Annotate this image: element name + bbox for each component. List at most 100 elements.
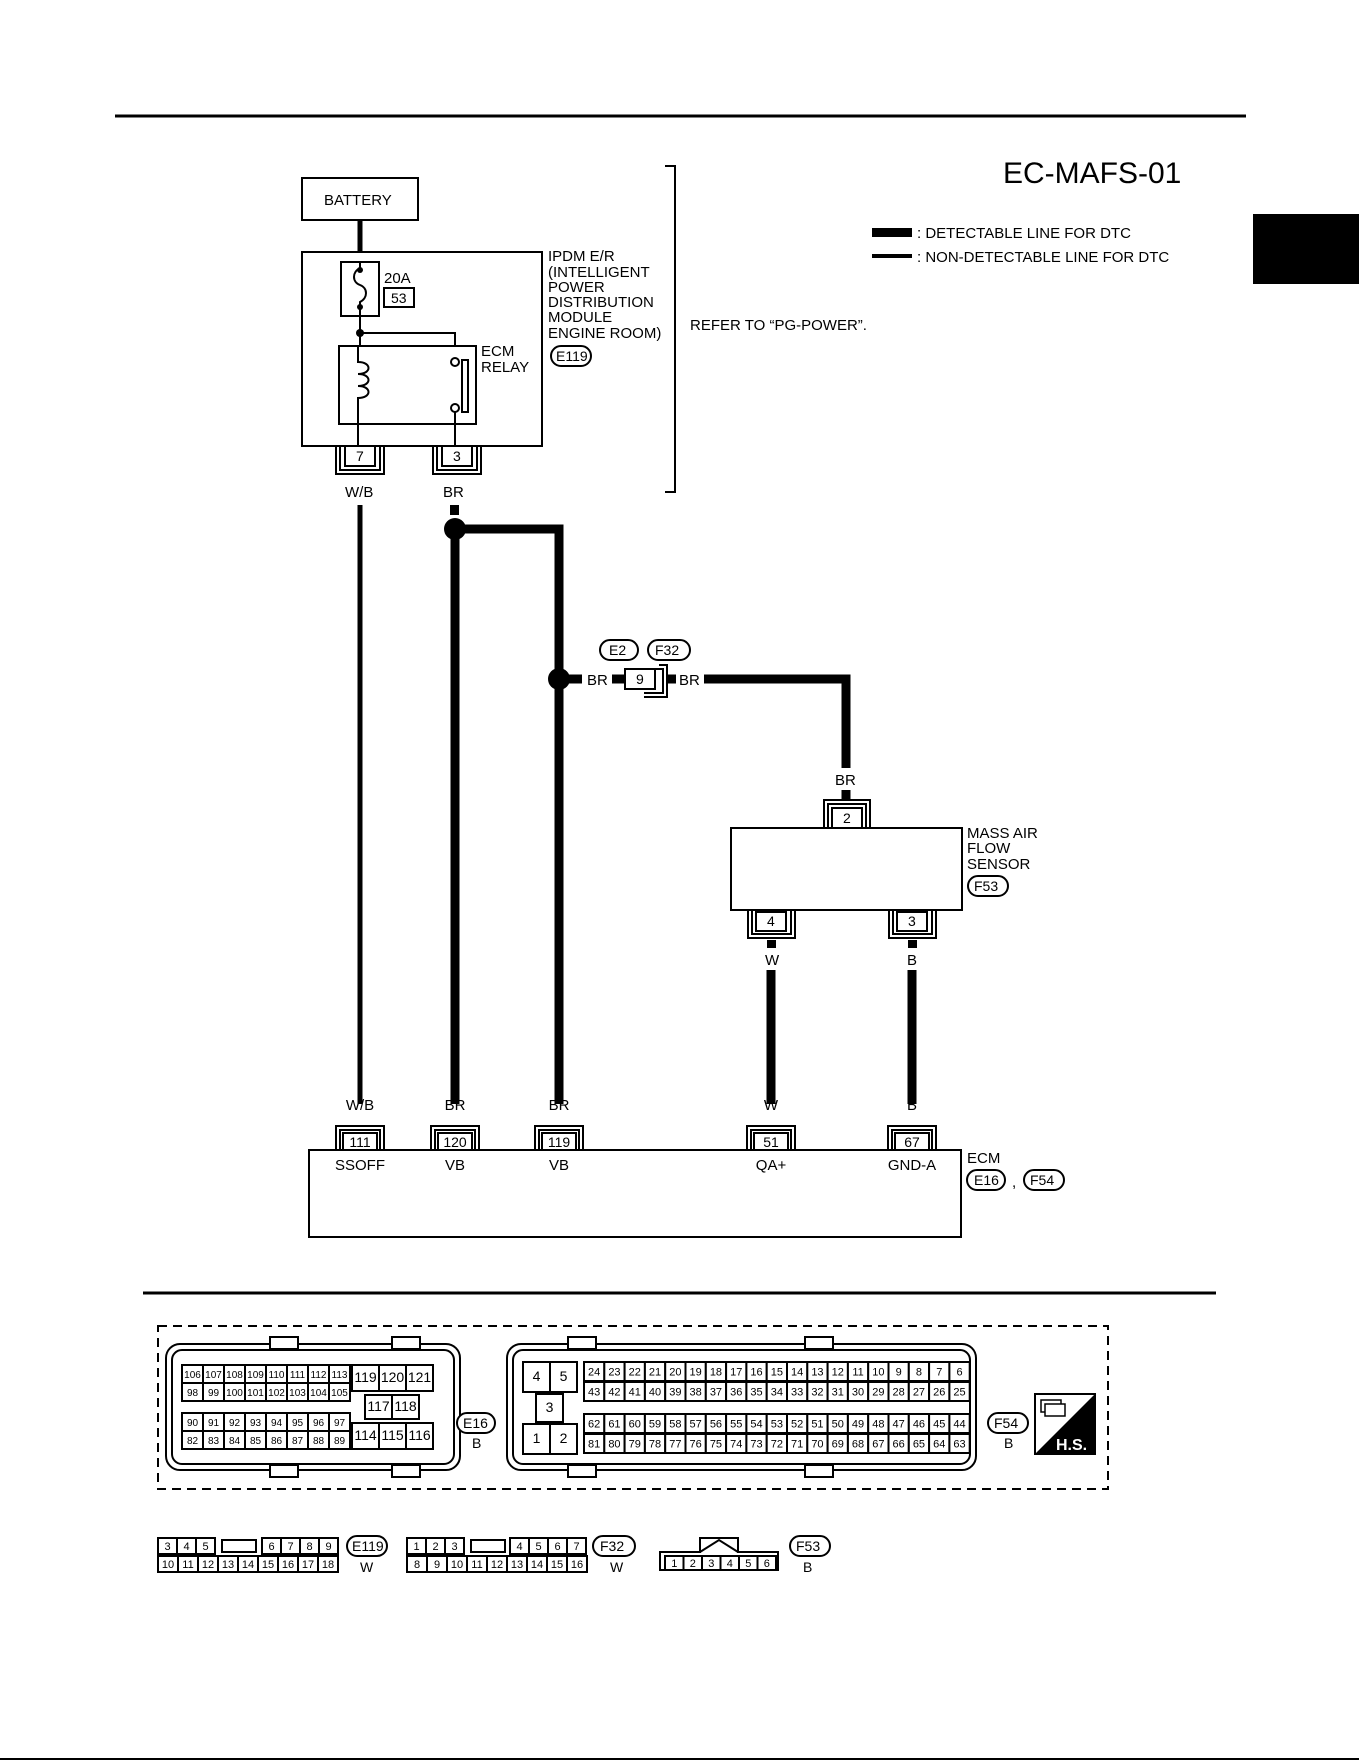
ecm-label: ECM [967,1150,1000,1167]
fuse-element [353,262,367,316]
connector-pin-cell [566,1537,587,1555]
e16-latch-top-left [269,1336,299,1350]
connector-pin-number: 23 [608,1367,620,1379]
ecm-terminal-color: BR [549,1097,570,1114]
e16-latch-bottom-left [269,1464,299,1478]
connector-pin-number: 109 [247,1370,264,1381]
connector-pin-number: 8 [306,1541,312,1553]
connector-pin-cell [378,1364,407,1392]
f54-color: B [1004,1435,1013,1451]
connector-pin-number: 41 [629,1387,641,1399]
ecm-terminal-socket [335,1125,385,1150]
ipdm-pin3-box [441,445,473,467]
connector-pin-number: 12 [202,1559,214,1571]
connector-pin-number: 63 [953,1439,965,1451]
wire-vb-branch [455,524,564,1104]
e119-color: W [360,1559,374,1575]
maf-box [730,827,963,911]
connector-pin-number: 9 [896,1367,902,1379]
connector-pin-number: 7 [573,1541,579,1553]
wire-br-stub [450,505,459,515]
connector-pin-number: 117 [367,1398,390,1414]
connector-pin-cell [549,1423,578,1455]
connector-pin-number: 65 [913,1439,925,1451]
connector-pin-number: 4 [516,1541,522,1553]
connector-pin-number: 21 [649,1367,661,1379]
junction-conn-right: F32 [655,642,679,658]
connector-pin-number: 42 [608,1387,620,1399]
connector-pin-number: 97 [334,1418,346,1429]
hs-symbol-fill [1035,1394,1095,1454]
connector-pin-cell [195,1537,216,1555]
connector-pin-number: 47 [893,1419,905,1431]
ecm-box [308,1149,962,1238]
ecm-terminal-51: W 51 QA+ [746,1097,796,1174]
connector-pin-number: 100 [226,1388,243,1399]
ipdm-pin3-socket [432,446,482,475]
connector-pin-number: 68 [852,1439,864,1451]
connector-pin-number: 16 [282,1559,294,1571]
diagram-title: EC-MAFS-01 [1003,157,1181,190]
ecm-terminal-pin-box [342,1132,378,1151]
ipdm-color-br: BR [443,484,464,501]
connector-pin-number: 49 [852,1419,864,1431]
connector-pin-number: 4 [533,1368,541,1384]
connector-pin-cell [351,1364,380,1392]
wire-to-maf [704,674,851,768]
connector-pin-number: 90 [187,1418,199,1429]
connector-pin-number: 52 [791,1419,803,1431]
e119-name: E119 [352,1538,384,1554]
connector-pin-number: 57 [690,1419,702,1431]
wire-gnd-stub [908,940,917,948]
maf-color-w: W [765,952,780,969]
connector-pin-number: 116 [408,1427,431,1443]
e16-latch-top-right [391,1336,421,1350]
connector-pin-number: 19 [690,1367,702,1379]
connector-pin-number: 83 [208,1436,220,1447]
connector-pin-number: 110 [269,1370,285,1381]
connector-pin-number: 118 [394,1398,417,1414]
maf-pin4-box [755,911,787,932]
connector-pin-number: 15 [771,1367,783,1379]
ipdm-pin3: 3 [453,448,461,464]
connector-pin-number: 6 [268,1541,274,1553]
legend-non-detectable-label: : NON-DETECTABLE LINE FOR DTC [917,249,1169,266]
connector-pin-cell [948,1381,971,1402]
f53-badge [789,1535,831,1557]
connector-pin-number: 74 [730,1439,742,1451]
connector-pin-number: 22 [629,1367,641,1379]
f54-badge [987,1412,1029,1434]
connector-pin-number: 46 [913,1419,925,1431]
connector-pin-number: 78 [649,1439,661,1451]
ecm-terminal-color: B [907,1097,917,1114]
junction-pin-box [624,668,656,690]
f54-name: F54 [994,1415,1018,1431]
connector-pin-number: 5 [535,1541,541,1553]
connector-pin-number: 31 [832,1387,844,1399]
connector-pin-number: 120 [381,1369,405,1385]
maf-label-2: FLOW [967,840,1011,857]
connector-pin-number: 2 [432,1541,438,1553]
relay-label-2: RELAY [481,359,529,376]
ipdm-label-1: IPDM E/R [548,248,615,265]
connector-pin-number: 13 [222,1559,234,1571]
ecm-conn-sep: , [1012,1174,1016,1191]
ipdm-label-2: (INTELLIGENT [548,264,650,281]
battery-label: BATTERY [324,192,392,209]
connector-pin-number: 96 [313,1418,325,1429]
ecm-conn1: E16 [974,1172,999,1188]
connector-pin-number: 121 [408,1369,432,1385]
ipdm-label-4: DISTRIBUTION [548,294,654,311]
connector-pin-number: 102 [268,1388,285,1399]
connector-pin-number: 6 [554,1541,560,1553]
connector-pin-cell [535,1393,564,1423]
connector-pin-number: 103 [289,1388,306,1399]
refer-note: REFER TO “PG-POWER”. [690,317,867,334]
relay-contact-top [450,357,460,367]
f54-latch-top-left [567,1336,597,1350]
connector-pin-number: 37 [710,1387,722,1399]
relay-coil [357,346,370,424]
